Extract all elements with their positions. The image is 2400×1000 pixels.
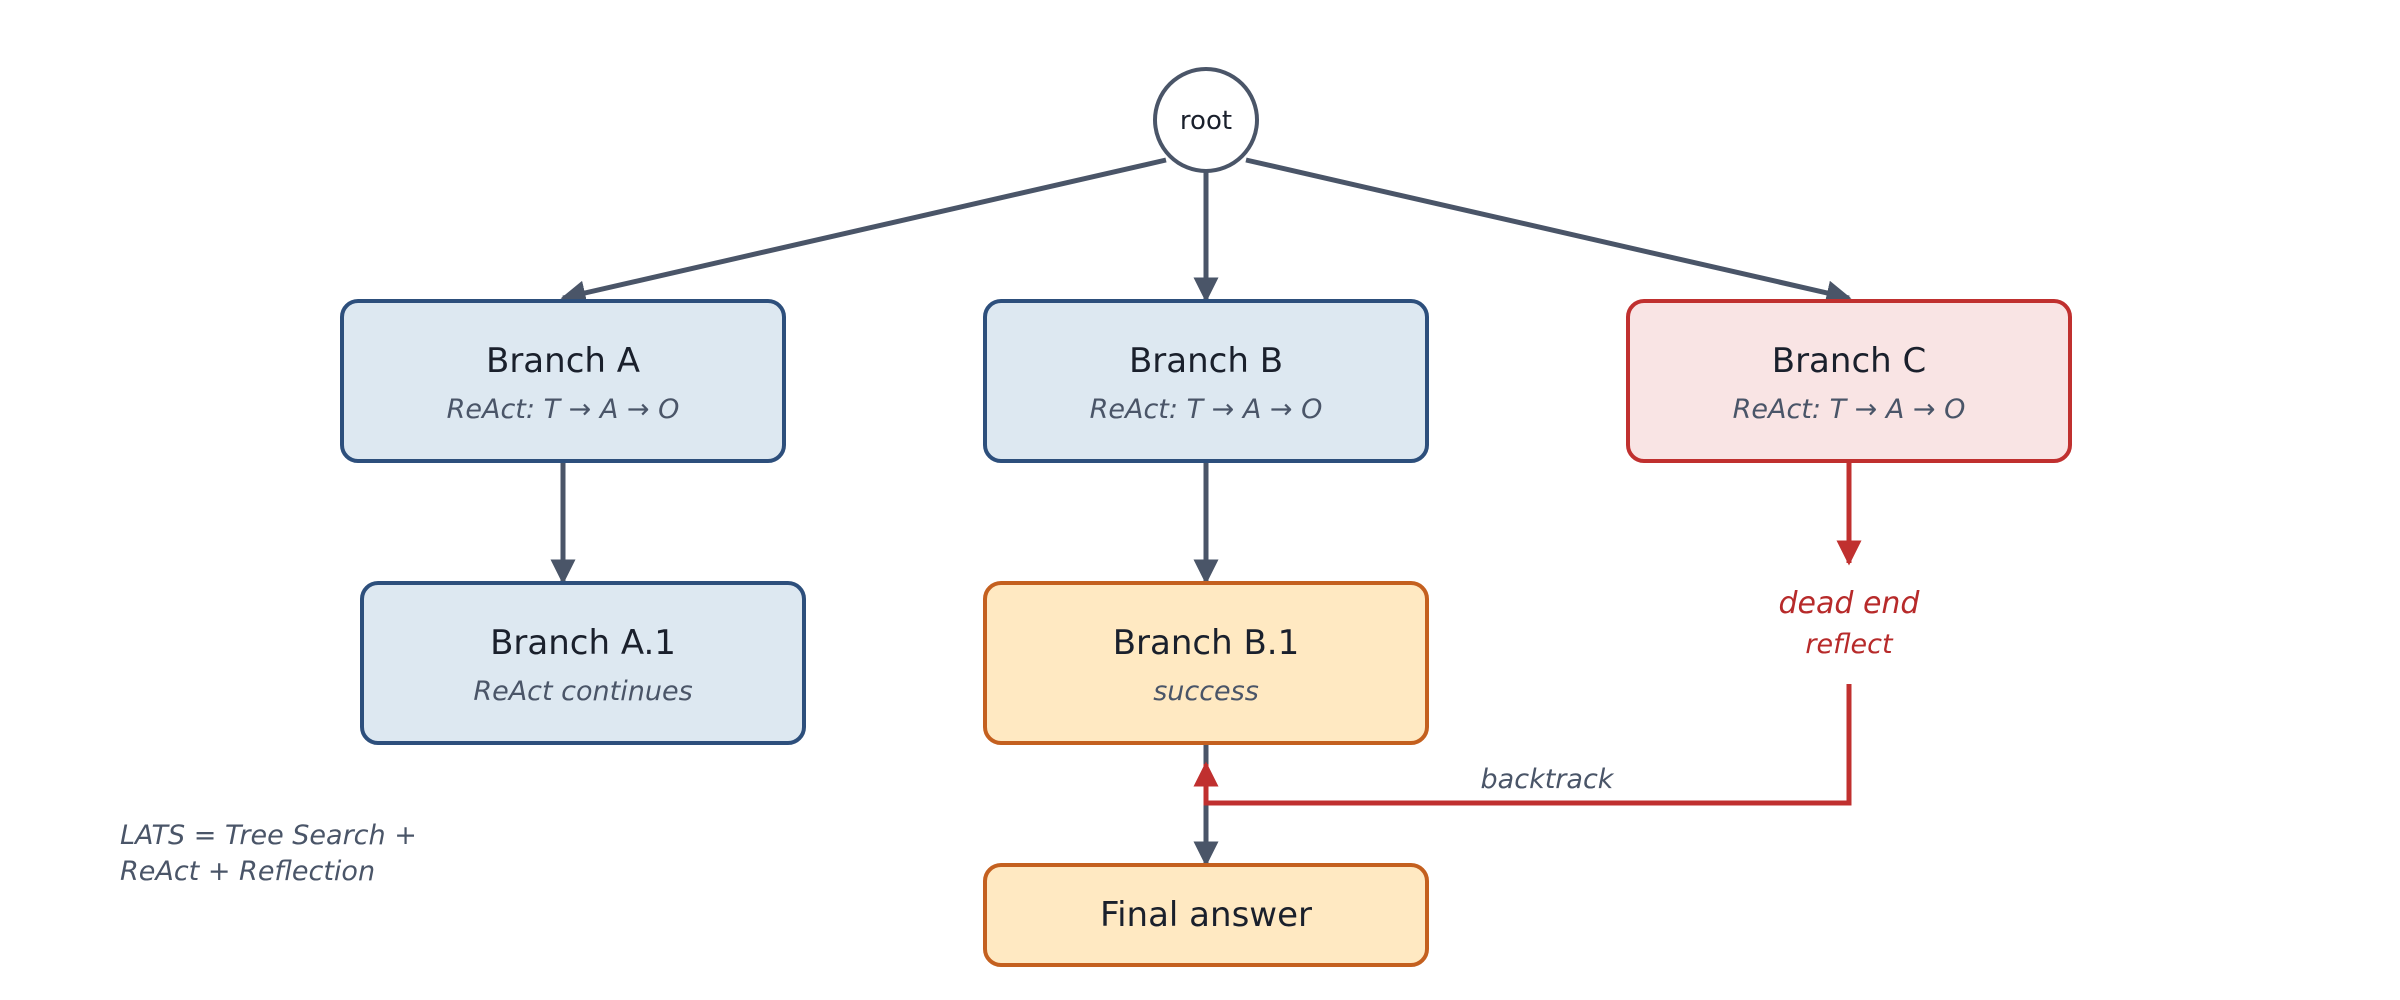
reflect-label: reflect — [1805, 629, 1894, 660]
final-answer-title: Final answer — [1100, 895, 1312, 935]
branch-a-title: Branch A — [486, 341, 640, 381]
branch-b1-node: Branch B.1 success — [983, 581, 1429, 745]
branch-c-title: Branch C — [1772, 341, 1926, 381]
root-node: root — [1153, 67, 1259, 173]
backtrack-edge — [1193, 684, 1852, 806]
edge-root-to-branch-c — [1245, 157, 1852, 306]
branch-c-node: Branch C ReAct: T → A → O — [1626, 299, 2072, 463]
caption-line-1: LATS = Tree Search + — [120, 820, 417, 851]
backtrack-label: backtrack — [1481, 764, 1615, 795]
branch-b-node: Branch B ReAct: T → A → O — [983, 299, 1429, 463]
dead-end-label: dead end — [1779, 586, 1921, 621]
branch-c-subtitle: ReAct: T → A → O — [1733, 394, 1966, 425]
branch-a-subtitle: ReAct: T → A → O — [447, 394, 680, 425]
final-answer-node: Final answer — [983, 863, 1429, 967]
branch-b1-title: Branch B.1 — [1113, 623, 1300, 663]
branch-b1-subtitle: success — [1153, 676, 1259, 707]
edge-root-to-branch-a — [560, 157, 1167, 306]
branch-b-subtitle: ReAct: T → A → O — [1090, 394, 1323, 425]
branch-a1-subtitle: ReAct continues — [473, 676, 692, 707]
root-label: root — [1180, 106, 1232, 136]
branch-a1-node: Branch A.1 ReAct continues — [360, 581, 806, 745]
caption-line-2: ReAct + Reflection — [120, 856, 375, 887]
branch-a1-title: Branch A.1 — [490, 623, 676, 663]
branch-a-node: Branch A ReAct: T → A → O — [340, 299, 786, 463]
branch-b-title: Branch B — [1129, 341, 1283, 381]
